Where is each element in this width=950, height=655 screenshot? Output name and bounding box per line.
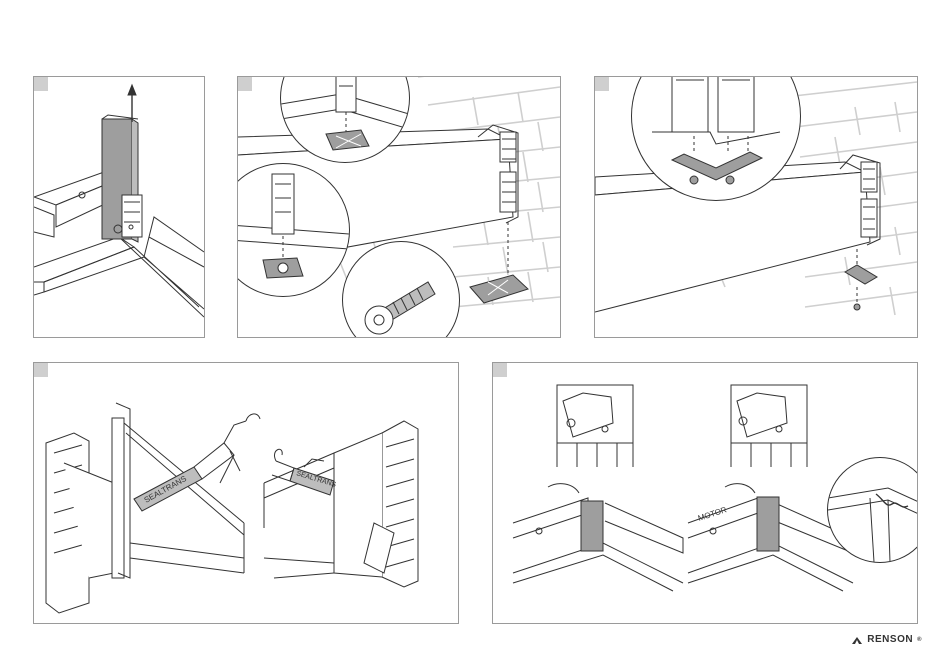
- brand-logo: RENSON ®: [851, 634, 922, 645]
- step-panel-motor: MOTOR: [492, 362, 918, 624]
- brand-reg-mark: ®: [917, 637, 922, 643]
- screw-detail-callout: [342, 241, 460, 338]
- detail-callout-left: [237, 163, 350, 297]
- step-panel-sealant: SEALTRANS SEALTRANS: [33, 362, 459, 624]
- cable-detail-callout: [827, 457, 918, 563]
- step-panel-foot-bracket: [594, 76, 918, 338]
- detail-callout-top: [280, 76, 410, 163]
- post-lift-illustration: [34, 77, 204, 337]
- step-panel-post-lift: [33, 76, 205, 338]
- step-panel-base-plate: [237, 76, 561, 338]
- sealant-illustration: SEALTRANS SEALTRANS: [34, 363, 458, 623]
- brand-name: RENSON: [867, 634, 913, 645]
- renson-logo-icon: [851, 635, 863, 645]
- bracket-detail-callout: [631, 76, 801, 201]
